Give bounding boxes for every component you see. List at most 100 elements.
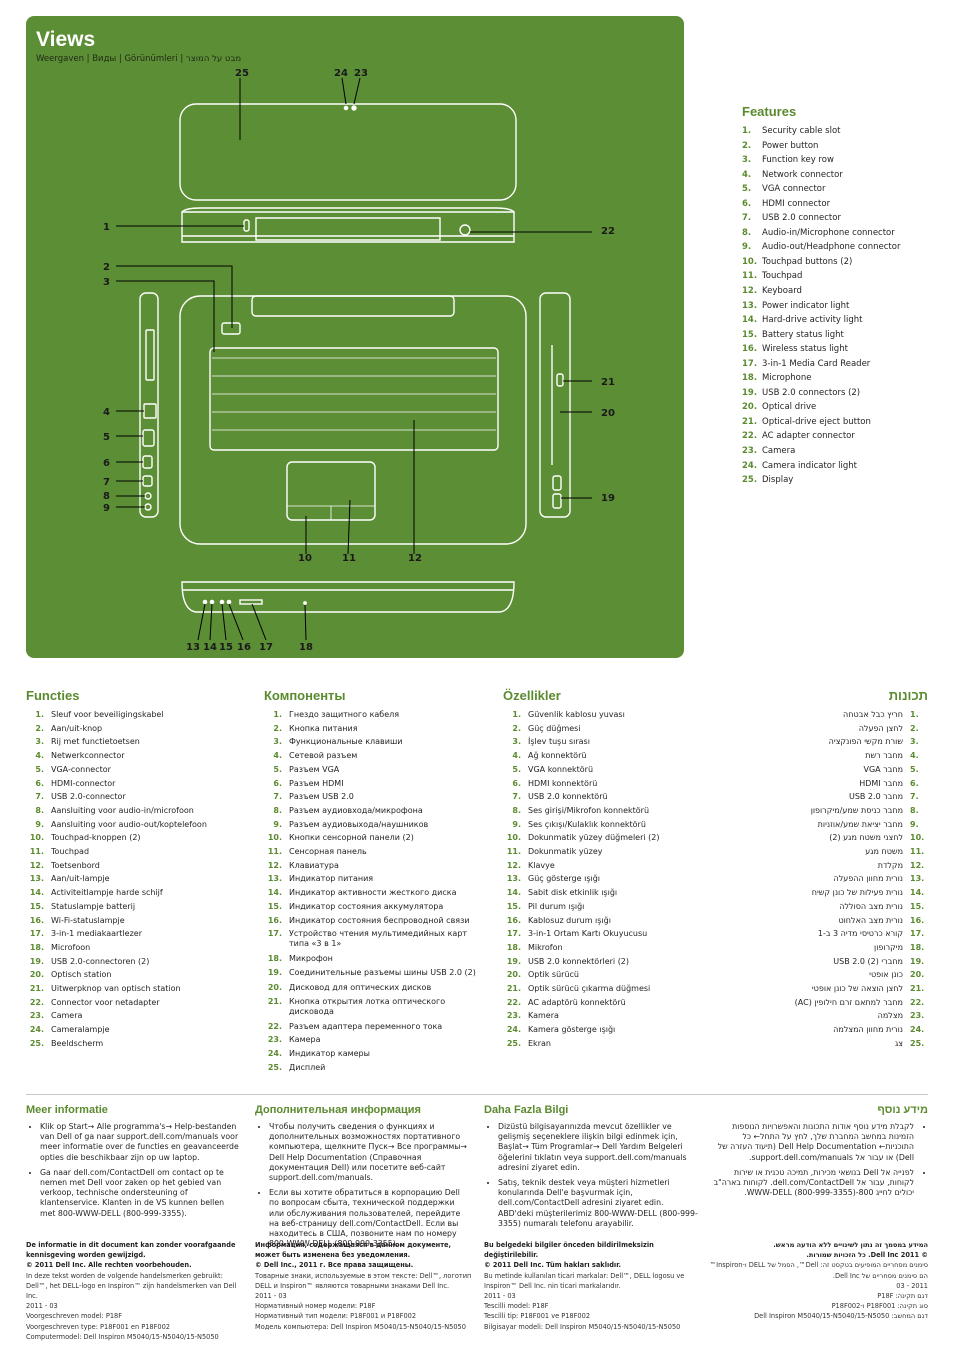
item-number: 2. xyxy=(910,723,919,733)
info-ru-heading: Дополнительная информация xyxy=(255,1104,421,1116)
item-label: Устройство чтения мультимедийных карт ти… xyxy=(289,929,468,949)
list-item: 25.Ekran xyxy=(503,1037,718,1051)
item-label: משטח מגע xyxy=(865,847,903,857)
item-label: Разъем HDMI xyxy=(289,778,344,788)
list-item: 8.Ses girişi/Mikrofon konnektörü xyxy=(503,804,718,818)
list-item: 8.Aansluiting voor audio-in/microfoon xyxy=(26,804,241,818)
item-label: HDMI konnektörü xyxy=(528,778,598,788)
list-item: 12.Klavye xyxy=(503,859,718,873)
list-item: 20.Optical drive xyxy=(742,402,817,413)
item-number: 11. xyxy=(29,847,44,857)
list-item: 18.Микрофон xyxy=(264,952,479,966)
item-label: Ses çıkışı/Kulaklık konnektörü xyxy=(528,819,646,829)
item-number: 24. xyxy=(29,1025,44,1035)
item-label: מחבר יציאת שמע/אוזניות xyxy=(817,819,903,829)
list-item: 6.מחבר HDMI xyxy=(713,777,928,791)
list-item: 3.Function key row xyxy=(742,155,834,166)
list-item: 5.Разъем VGA xyxy=(264,763,479,777)
regulatory-type: Voorgeschreven type: P18F001 en P18F002 xyxy=(26,1322,170,1331)
list-item: 20.Optik sürücü xyxy=(503,968,718,982)
callout-17: 17 xyxy=(259,642,273,653)
item-number: 17. xyxy=(29,929,44,939)
item-number: 21. xyxy=(910,984,925,994)
list-item: 17.3-in-1 Ortam Kartı Okuyucusu xyxy=(503,927,718,941)
list-item: 2.Güç düğmesi xyxy=(503,722,718,736)
item-number: 19. xyxy=(506,956,521,966)
callout-2: 2 xyxy=(103,262,110,273)
item-number: 19. xyxy=(29,956,44,966)
item-number: 25. xyxy=(267,1062,282,1072)
list-item: 6.HDMI connector xyxy=(742,198,831,209)
legal-he: המידע במסמך זה נתון לשינויים ללא הודעה מ… xyxy=(708,1240,928,1322)
item-label: Touchpad xyxy=(51,847,90,857)
item-number: 22. xyxy=(506,997,521,1007)
item-label: Statuslampje batterij xyxy=(51,901,136,911)
item-label: Дисплей xyxy=(289,1062,326,1072)
list-item: 11.Touchpad xyxy=(742,271,803,282)
list-item: 11.Сенсорная панель xyxy=(264,845,479,859)
list-item: 6.HDMI-connector xyxy=(26,777,241,791)
item-label: Aan/uit-knop xyxy=(51,723,103,733)
views-panel xyxy=(26,16,684,658)
item-number: 4. xyxy=(35,751,44,761)
item-number: 19. xyxy=(910,956,925,966)
functies-heading: Functies xyxy=(26,688,80,703)
item-number: 8. xyxy=(35,805,44,815)
item-label: VGA konnektörü xyxy=(528,764,594,774)
item-label: Activiteitlampje harde schijf xyxy=(51,888,163,898)
item-number: 24. xyxy=(506,1025,521,1035)
list-item: 24.Cameralampje xyxy=(26,1023,241,1037)
item-number: 19. xyxy=(267,967,282,977)
item-number: 1. xyxy=(910,710,919,719)
item-number: 14. xyxy=(506,888,521,898)
item-label: Разъем адаптера переменного тока xyxy=(289,1021,443,1031)
item-number: 2. xyxy=(512,723,521,733)
item-number: 5. xyxy=(273,764,282,774)
list-item: 9.מחבר יציאת שמע/אוזניות xyxy=(713,818,928,832)
callout-8: 8 xyxy=(103,491,110,502)
item-label: חריץ כבל אבטחה xyxy=(843,710,903,719)
item-label: מחברי USB 2.0 (2) xyxy=(833,956,903,966)
legal-ru: Информация, содержащаяся в данном докуме… xyxy=(255,1240,475,1332)
legal-tr: Bu belgedeki bilgiler önceden bildirilme… xyxy=(484,1240,704,1332)
list-item: 7.USB 2.0-connector xyxy=(26,790,241,804)
computer-model: Bilgisayar modeli: Dell Inspiron M5040/1… xyxy=(484,1322,681,1331)
list-item: 13.Power indicator light xyxy=(742,300,850,311)
list-item: 14.Индикатор активности жесткого диска xyxy=(264,886,479,900)
keyboard-shape xyxy=(209,347,499,451)
item-number: 12. xyxy=(506,860,521,870)
callout-7: 7 xyxy=(103,477,110,488)
item-label: Сетевой разъем xyxy=(289,751,358,761)
list-item: 7.מחבר USB 2.0 xyxy=(713,790,928,804)
list-item: 9.Ses çıkışı/Kulaklık konnektörü xyxy=(503,818,718,832)
list-item: לקבלת מידע נוסף אודות התכונות והאפשרויות… xyxy=(713,1122,914,1163)
list-item: 7.USB 2.0 konnektörü xyxy=(503,790,718,804)
callout-15: 15 xyxy=(219,642,233,653)
item-number: 24. xyxy=(267,1049,282,1059)
item-number: 1. xyxy=(35,710,44,719)
callout-22: 22 xyxy=(601,226,615,237)
item-label: מחבר רשת xyxy=(865,751,903,761)
date: 2011 - 03 xyxy=(255,1292,287,1301)
item-label: מחבר VGA xyxy=(863,764,904,774)
list-item: 23.מצלמה xyxy=(713,1009,928,1023)
list-item: 22.Разъем адаптера переменного тока xyxy=(264,1020,479,1034)
item-label: Güvenlik kablosu yuvası xyxy=(528,710,625,719)
item-label: נורית מחוון המצלמה xyxy=(833,1025,903,1035)
item-label: Индикатор состояния беспроводной связи xyxy=(289,915,470,925)
list-item: 23.Camera xyxy=(742,446,796,457)
item-number: 8. xyxy=(910,805,919,815)
list-item: 22.Connector voor netadapter xyxy=(26,996,241,1010)
list-item: 2.Кнопка питания xyxy=(264,722,479,736)
item-label: Кнопка питания xyxy=(289,723,358,733)
list-item: 12.Клавиатура xyxy=(264,859,479,873)
list-item: 13.נורית מחוון ההפעלה xyxy=(713,872,928,886)
date: 2011 - 03 xyxy=(484,1292,516,1301)
list-item: 10.Touchpad buttons (2) xyxy=(742,256,853,267)
list-item: 16.Wi-Fi-statuslampje xyxy=(26,914,241,928)
list-item: 22.מחבר למתאם זרם חילופין (AC) xyxy=(713,996,928,1010)
computer-model: Модель компьютера: Dell Inspiron M5040/1… xyxy=(255,1322,466,1331)
list-item: 24.Индикатор камеры xyxy=(264,1047,479,1061)
